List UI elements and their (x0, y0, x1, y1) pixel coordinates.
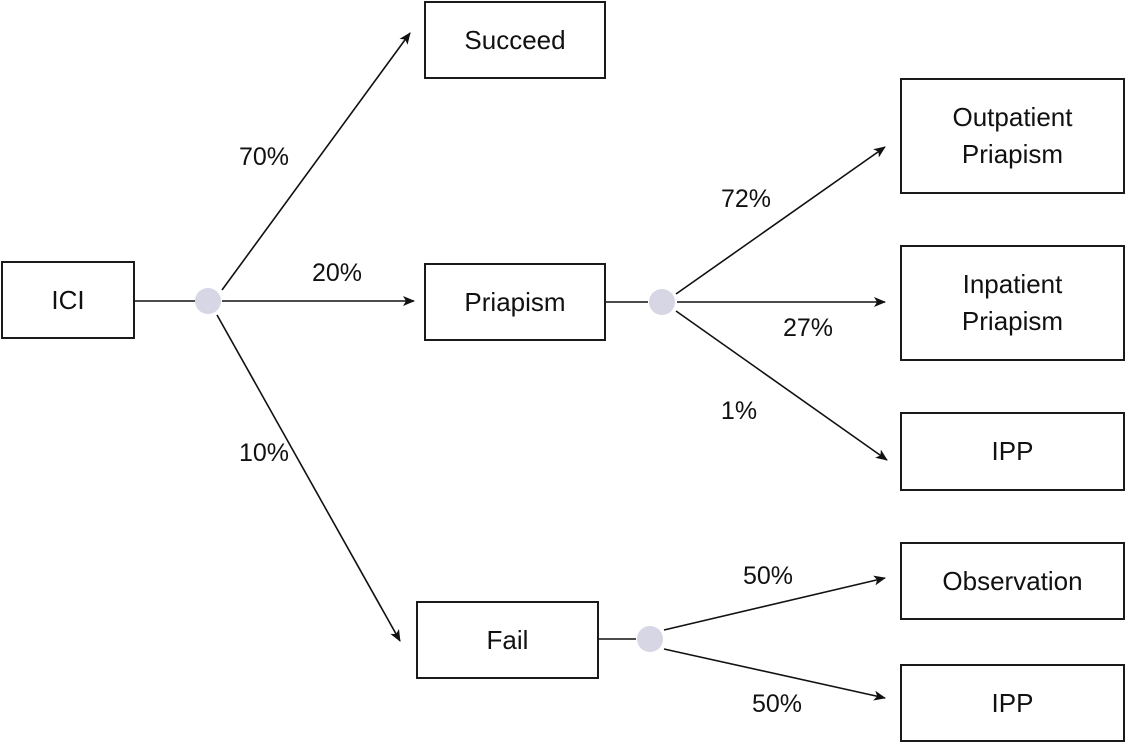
node-ici: ICI (1, 261, 135, 339)
arrow-fail-to-observation (663, 575, 886, 631)
probability-priapism-to-outpatient: 72% (720, 185, 772, 213)
arrow-priapism-to-outpatient (675, 146, 886, 295)
probability-ici-to-succeed: 70% (238, 143, 290, 171)
probability-ici-to-priapism: 20% (311, 259, 363, 287)
node-outpatient-priapism: Outpatient Priapism (900, 78, 1125, 194)
probability-fail-to-ipp: 50% (751, 690, 803, 718)
arrow-priapism-to-ipp (675, 310, 888, 461)
arrow-fail-to-ipp (663, 648, 886, 701)
probability-priapism-to-inpatient: 27% (782, 314, 834, 342)
node-ipp-from-fail: IPP (900, 664, 1125, 742)
node-inpatient-priapism: Inpatient Priapism (900, 245, 1125, 361)
node-ipp-from-priapism: IPP (900, 412, 1125, 491)
node-fail: Fail (416, 601, 599, 679)
probability-fail-to-observation: 50% (742, 562, 794, 590)
chance-node-circle (649, 289, 675, 315)
node-observation: Observation (900, 542, 1125, 620)
node-priapism: Priapism (424, 263, 606, 341)
arrow-ici-to-fail (216, 314, 401, 642)
probability-ici-to-fail: 10% (238, 439, 290, 467)
chance-node-circle (637, 626, 663, 652)
chance-node-circle (195, 288, 221, 314)
node-succeed: Succeed (424, 1, 606, 79)
arrow-ici-to-succeed (221, 32, 411, 291)
probability-priapism-to-ipp: 1% (720, 397, 758, 425)
